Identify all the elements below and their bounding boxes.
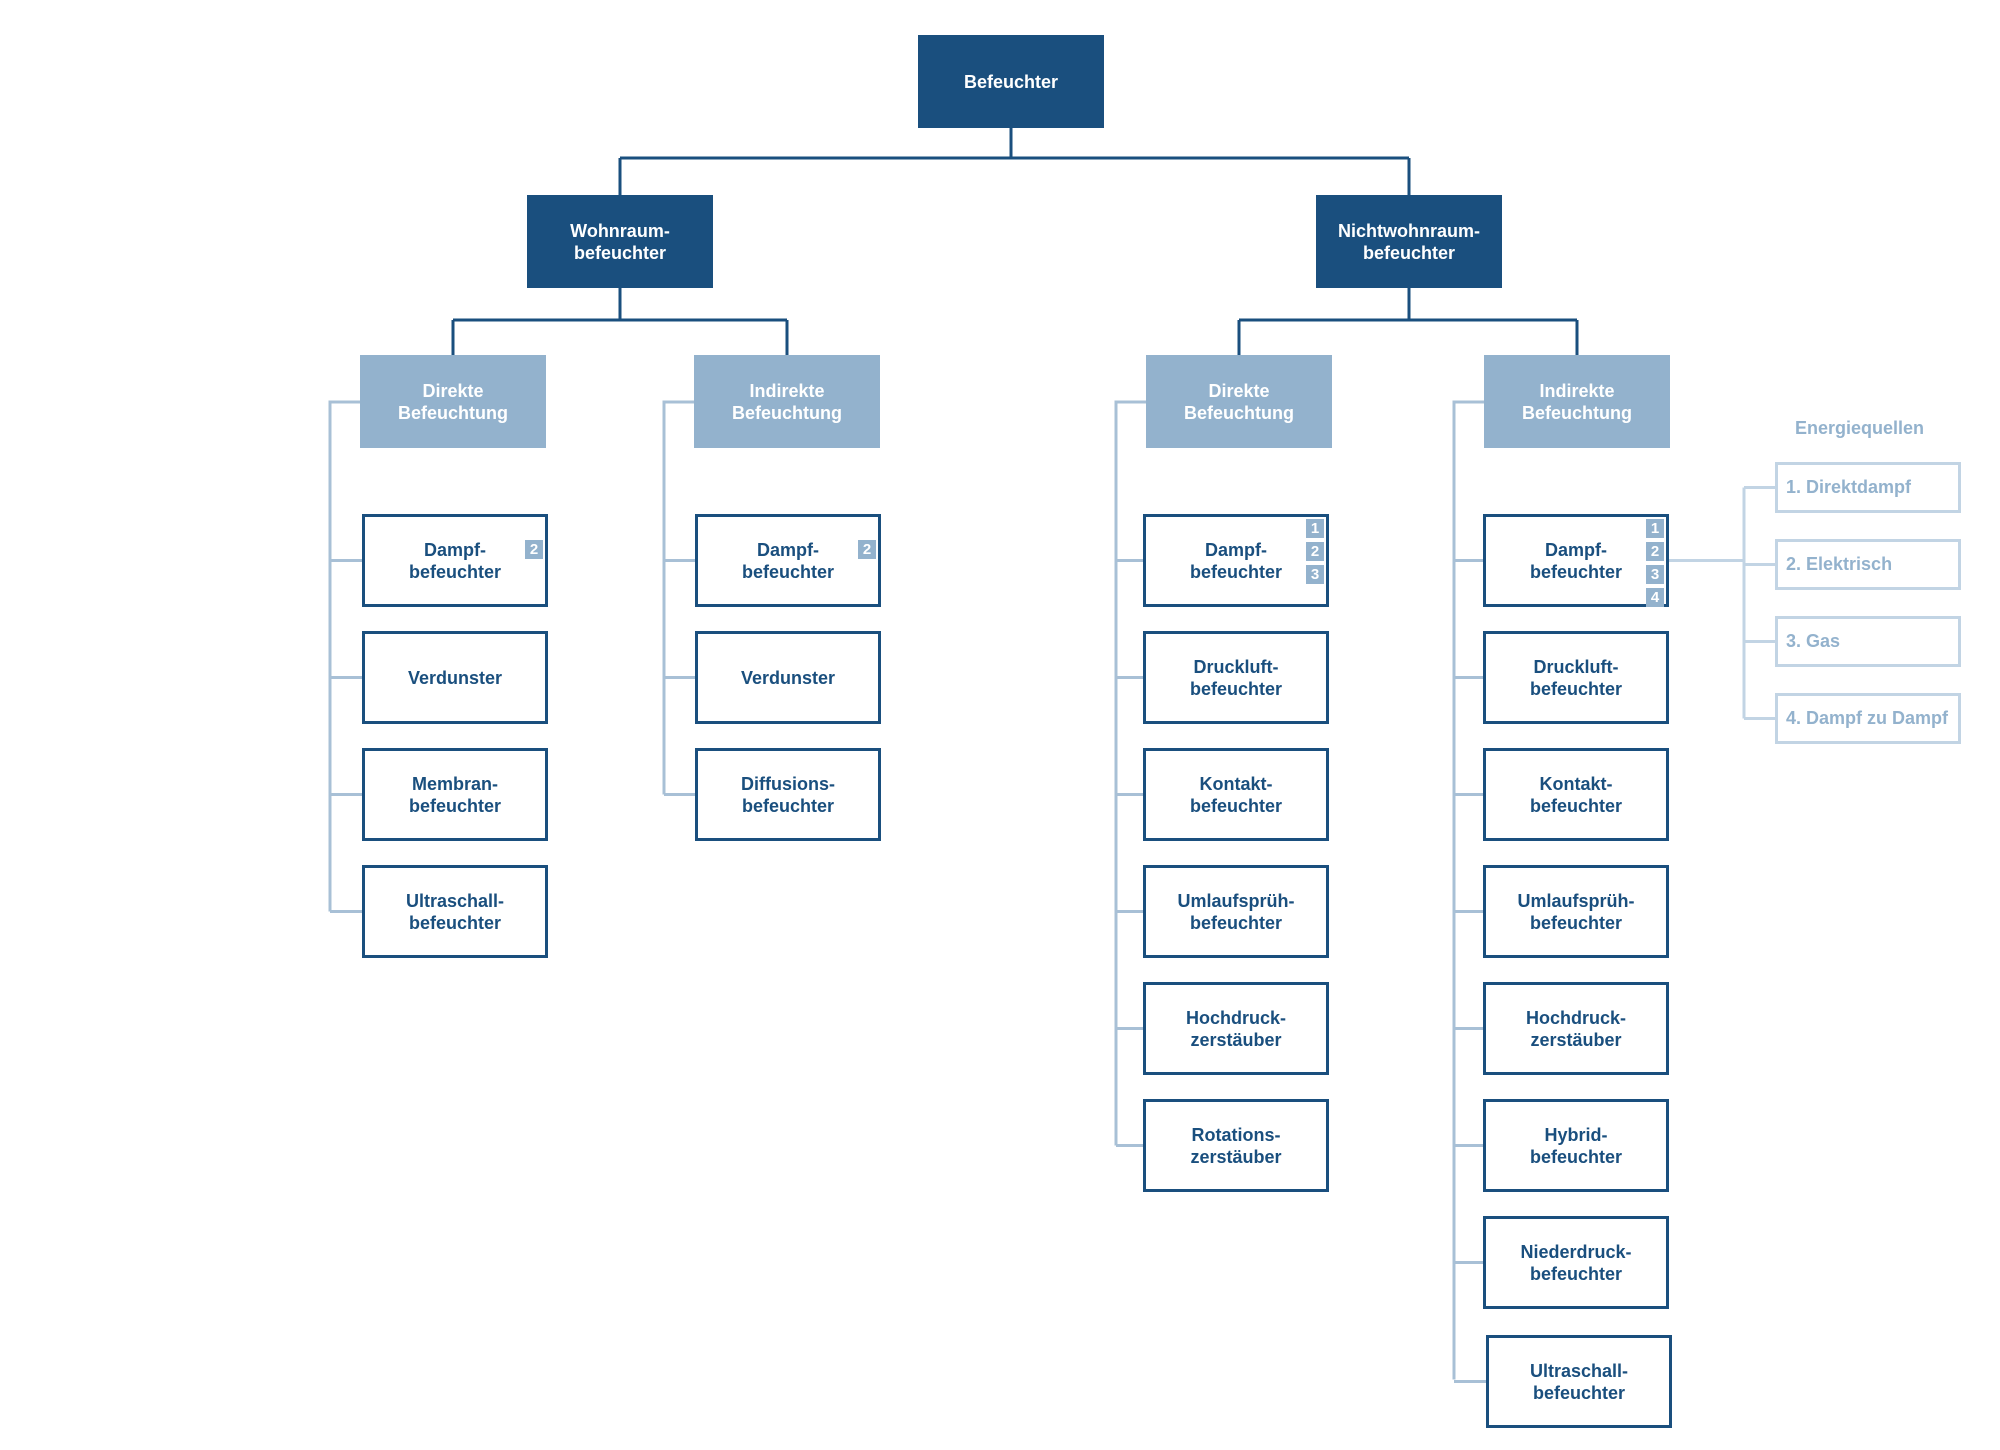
energy-badge: 1: [1646, 519, 1664, 538]
energy-badge: 4: [1646, 588, 1664, 607]
item-label: Dampf- befeuchter: [408, 539, 502, 582]
item-label: Druckluft- befeuchter: [1529, 656, 1623, 699]
item-node: Druckluft- befeuchter: [1143, 631, 1329, 724]
item-node: Rotations- zerstäuber: [1143, 1099, 1329, 1192]
item-node: Dampf- befeuchter 1 2 3: [1143, 514, 1329, 607]
item-node: Diffusions- befeuchter: [695, 748, 881, 841]
subgroup-node-label: Direkte Befeuchtung: [1184, 380, 1294, 423]
energy-source-item: 3. Gas: [1775, 616, 1961, 667]
subgroup-node: Indirekte Befeuchtung: [694, 355, 880, 448]
group-node: Wohnraum- befeuchter: [527, 195, 713, 288]
item-label: Hochdruck- zerstäuber: [1525, 1007, 1626, 1050]
group-node-label: Nichtwohnraum- befeuchter: [1338, 220, 1480, 263]
item-node: Dampf- befeuchter 1 2 3 4: [1483, 514, 1669, 607]
item-label: Kontakt- befeuchter: [1529, 773, 1623, 816]
item-node: Ultraschall- befeuchter: [362, 865, 548, 958]
energy-sources-title: Energiequellen: [1795, 418, 1925, 438]
item-label: Kontakt- befeuchter: [1189, 773, 1283, 816]
energy-badge: 2: [525, 540, 543, 559]
energy-badge: 2: [1646, 542, 1664, 561]
subgroup-node-label: Indirekte Befeuchtung: [732, 380, 842, 423]
item-node: Umlaufsprüh- befeuchter: [1483, 865, 1669, 958]
item-node: Kontakt- befeuchter: [1143, 748, 1329, 841]
connector-rail-1-1: [1452, 400, 1484, 1380]
item-node: Dampf- befeuchter 2: [695, 514, 881, 607]
group-node-label: Wohnraum- befeuchter: [570, 220, 670, 263]
energy-source-item: 4. Dampf zu Dampf: [1775, 693, 1961, 744]
item-label: Umlaufsprüh- befeuchter: [1177, 890, 1295, 933]
energy-badge: 1: [1306, 519, 1324, 538]
item-node: Niederdruck- befeuchter: [1483, 1216, 1669, 1309]
item-label: Membran- befeuchter: [408, 773, 502, 816]
subgroup-node: Direkte Befeuchtung: [1146, 355, 1332, 448]
energy-badge: 3: [1646, 565, 1664, 584]
item-node: Membran- befeuchter: [362, 748, 548, 841]
root-node: Befeuchter: [918, 35, 1104, 128]
energy-source-item: 1. Direktdampf: [1775, 462, 1961, 513]
item-label: Verdunster: [740, 667, 836, 688]
item-label: Umlaufsprüh- befeuchter: [1517, 890, 1635, 933]
connector-rail-1-0: [1114, 400, 1146, 1146]
energy-badge: 3: [1306, 565, 1324, 584]
energy-badge: 2: [858, 540, 876, 559]
item-label: Verdunster: [407, 667, 503, 688]
group-node: Nichtwohnraum- befeuchter: [1316, 195, 1502, 288]
item-label: Hybrid- befeuchter: [1529, 1124, 1623, 1167]
root-node-label: Befeuchter: [963, 71, 1059, 92]
item-label: Hochdruck- zerstäuber: [1185, 1007, 1286, 1050]
item-node: Druckluft- befeuchter: [1483, 631, 1669, 724]
item-label: Dampf- befeuchter: [1189, 539, 1283, 582]
item-node: Kontakt- befeuchter: [1483, 748, 1669, 841]
connector-rail-0-1: [662, 400, 694, 795]
item-label: Dampf- befeuchter: [741, 539, 835, 582]
subgroup-node-label: Direkte Befeuchtung: [398, 380, 508, 423]
item-label: Diffusions- befeuchter: [741, 773, 835, 816]
item-label: Druckluft- befeuchter: [1189, 656, 1283, 699]
item-label: Niederdruck- befeuchter: [1520, 1241, 1632, 1284]
item-node: Dampf- befeuchter 2: [362, 514, 548, 607]
connector-rail-0-0: [328, 400, 360, 912]
item-node: Hochdruck- zerstäuber: [1143, 982, 1329, 1075]
item-node: Verdunster: [362, 631, 548, 724]
item-node: Umlaufsprüh- befeuchter: [1143, 865, 1329, 958]
item-node: Ultraschall- befeuchter: [1486, 1335, 1672, 1428]
subgroup-node-label: Indirekte Befeuchtung: [1522, 380, 1632, 423]
subgroup-node: Indirekte Befeuchtung: [1484, 355, 1670, 448]
item-label: Ultraschall- befeuchter: [405, 890, 505, 933]
item-node: Verdunster: [695, 631, 881, 724]
subgroup-node: Direkte Befeuchtung: [360, 355, 546, 448]
item-label: Dampf- befeuchter: [1529, 539, 1623, 582]
item-label: Rotations- zerstäuber: [1190, 1124, 1282, 1167]
item-node: Hochdruck- zerstäuber: [1483, 982, 1669, 1075]
item-label: Ultraschall- befeuchter: [1529, 1360, 1629, 1403]
item-node: Hybrid- befeuchter: [1483, 1099, 1669, 1192]
energy-source-item: 2. Elektrisch: [1775, 539, 1961, 590]
energy-badge: 2: [1306, 542, 1324, 561]
